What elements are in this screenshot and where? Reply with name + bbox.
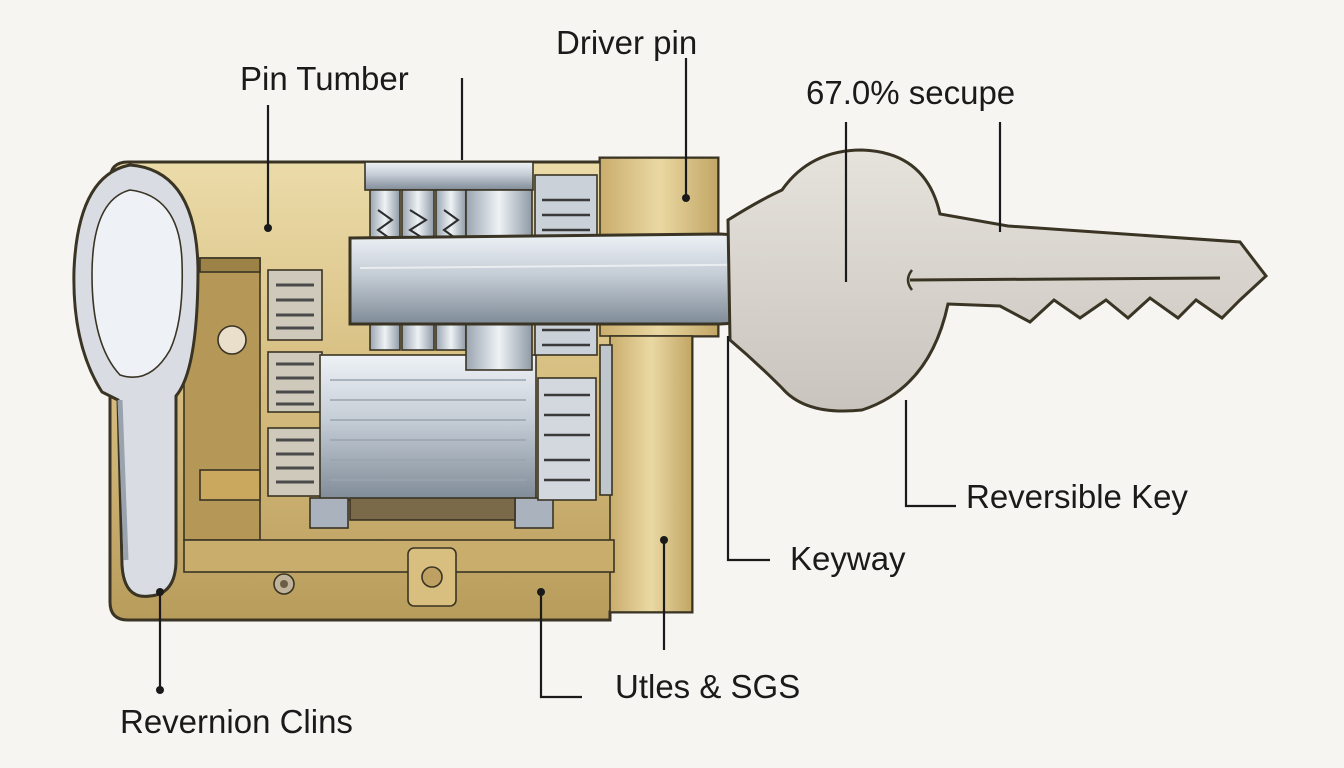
plug-block xyxy=(309,354,554,529)
reversible-key xyxy=(726,148,1269,413)
label-percent-secupe: 67.0% secupe xyxy=(806,74,1015,111)
label-reversible-key: Reversible Key xyxy=(966,478,1188,515)
spring-stacks xyxy=(267,269,323,497)
label-driver-pin: Driver pin xyxy=(556,24,697,61)
label-keyway: Keyway xyxy=(790,540,906,577)
label-revernion-clins: Revernion Clins xyxy=(120,703,353,740)
callout-labels: Pin Tumber Driver pin 67.0% secupe Rever… xyxy=(120,24,1188,740)
leader-lines xyxy=(156,58,1002,699)
label-pin-tumbler: Pin Tumber xyxy=(240,60,409,97)
label-utles-sgs: Utles & SGS xyxy=(615,668,800,705)
reversion-clip xyxy=(72,163,200,598)
